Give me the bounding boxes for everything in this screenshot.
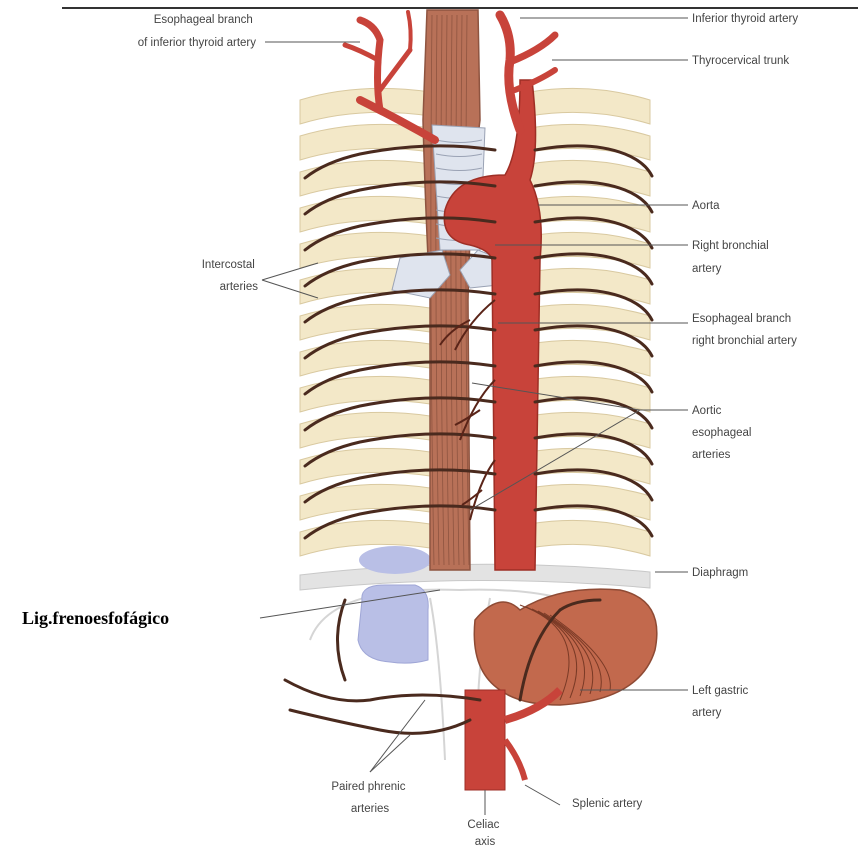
rib-left xyxy=(300,448,430,484)
blue-structure-lower xyxy=(358,585,428,663)
celiac-axis-vessel xyxy=(465,690,560,790)
rib-left xyxy=(300,340,430,376)
rib-left xyxy=(300,376,430,412)
rib-right xyxy=(530,88,650,124)
label-celiac-axis: Celiac axis xyxy=(467,819,502,847)
rib-right xyxy=(530,160,650,196)
rib-right xyxy=(530,340,650,376)
label-esophageal-branch-inferior-thyroid: Esophageal branch of inferior thyroid ar… xyxy=(138,14,256,49)
rib-right xyxy=(530,268,650,304)
label-thyrocervical-trunk: Thyrocervical trunk xyxy=(692,55,789,67)
rib-left xyxy=(300,304,430,340)
rib-left xyxy=(300,484,430,520)
label-inferior-thyroid-artery: Inferior thyroid artery xyxy=(692,13,798,25)
rib-right xyxy=(530,520,650,556)
diaphragm-shape xyxy=(300,564,650,590)
label-esophageal-branch-right-bronchial: Esophageal branch right bronchial artery xyxy=(692,313,797,347)
rib-right xyxy=(530,412,650,448)
label-aortic-esophageal-arteries: Aortic esophageal arteries xyxy=(692,405,755,461)
label-intercostal-arteries: Intercostal arteries xyxy=(202,259,259,293)
label-right-bronchial-artery: Right bronchial artery xyxy=(692,240,772,275)
rib-right xyxy=(530,484,650,520)
label-left-gastric-artery: Left gastric artery xyxy=(692,685,751,719)
label-paired-phrenic-arteries: Paired phrenic arteries xyxy=(331,781,408,815)
rib-right xyxy=(530,196,650,232)
blue-structure-upper xyxy=(359,546,431,574)
rib-right xyxy=(530,376,650,412)
diaphragm-inner-curve xyxy=(430,598,445,760)
label-lig-frenoesofagico: Lig.frenoesfofágico xyxy=(22,608,169,628)
label-aorta: Aorta xyxy=(692,200,720,212)
rib-right xyxy=(530,448,650,484)
rib-left xyxy=(300,160,430,196)
rib-right xyxy=(530,304,650,340)
rib-right xyxy=(530,232,650,268)
label-diaphragm: Diaphragm xyxy=(692,567,748,579)
rib-left xyxy=(300,196,430,232)
rib-right xyxy=(530,124,650,160)
label-splenic-artery: Splenic artery xyxy=(572,798,643,810)
rib-left xyxy=(300,412,430,448)
